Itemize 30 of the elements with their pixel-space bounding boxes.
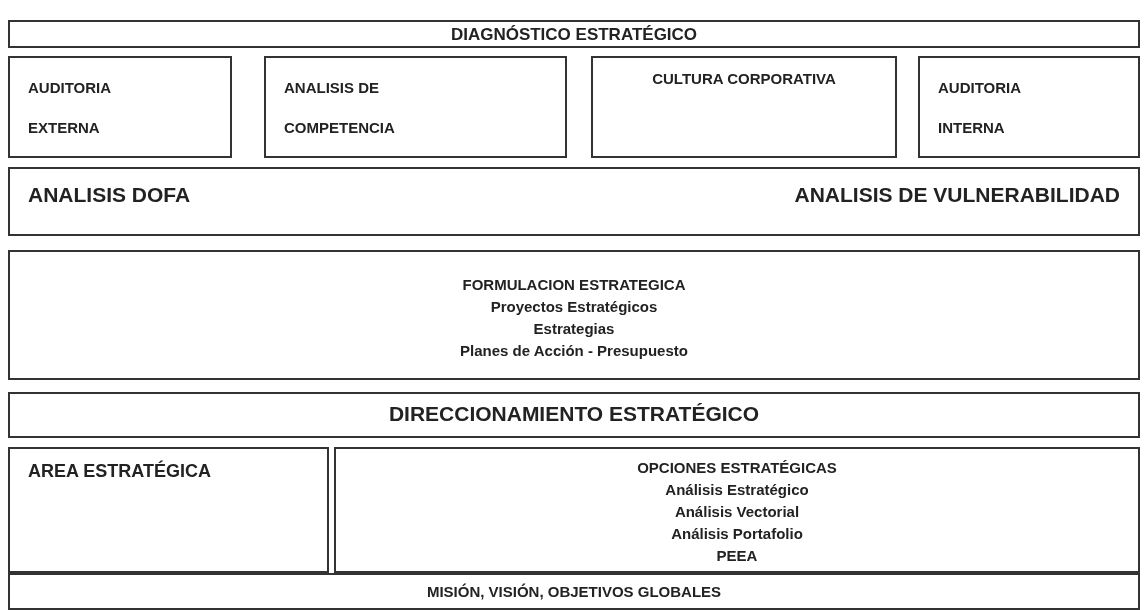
box-label: ANALISIS DOFA — [28, 183, 191, 207]
category-box — [8, 447, 329, 573]
box-label: Análisis Portafolio — [671, 524, 803, 544]
box-label: DIAGNÓSTICO ESTRATÉGICO — [450, 25, 698, 45]
box-label: Análisis Vectorial — [674, 502, 800, 522]
box-label: CULTURA CORPORATIVA — [652, 70, 836, 87]
box-label: PEEA — [716, 546, 758, 566]
process-box — [8, 250, 1140, 380]
box-label: ANALISIS DE COMPETENCIA — [284, 78, 394, 138]
category-box — [8, 56, 232, 158]
box-heading: FORMULACION ESTRATEGICA — [462, 275, 686, 295]
box-label: Estrategias — [533, 319, 615, 339]
process-box — [334, 447, 1140, 573]
category-box — [264, 56, 567, 158]
box-label: AUDITORIA EXTERNA — [28, 78, 112, 138]
box-label: ANALISIS DE VULNERABILIDAD — [794, 183, 1120, 207]
box-label: MISIÓN, VISIÓN, OBJETIVOS GLOBALES — [426, 583, 722, 600]
band-box — [8, 392, 1140, 438]
box-label: Proyectos Estratégicos — [490, 297, 658, 317]
box-label: AUDITORIA INTERNA — [938, 78, 1022, 138]
box-label: AREA ESTRATÉGICA — [28, 461, 211, 482]
box-label: Planes de Acción - Presupuesto — [460, 341, 688, 361]
box-heading: OPCIONES ESTRATÉGICAS — [637, 458, 837, 478]
category-box — [918, 56, 1140, 158]
box-label: Análisis Estratégico — [665, 480, 809, 500]
band-box — [8, 167, 1140, 236]
category-box — [591, 56, 897, 158]
band-box — [8, 20, 1140, 48]
box-label: DIRECCIONAMIENTO ESTRATÉGICO — [388, 402, 760, 426]
band-box — [8, 573, 1140, 610]
